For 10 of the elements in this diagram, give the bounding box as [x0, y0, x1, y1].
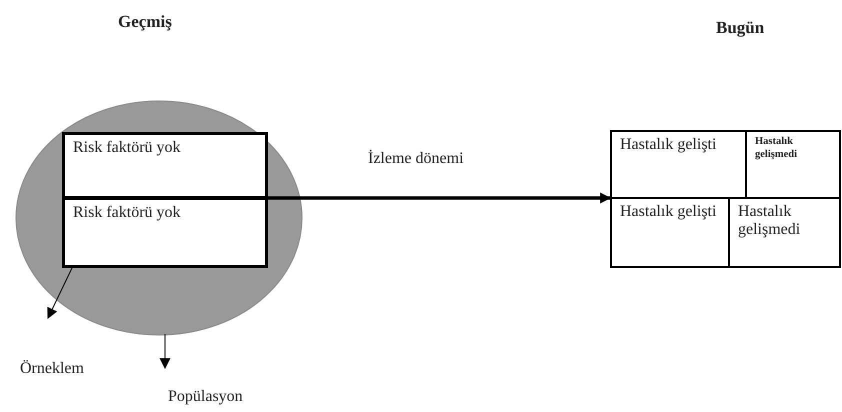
- group-box: Risk faktörü yok: [62, 132, 268, 199]
- table-cell: Hastalık gelişti: [610, 197, 730, 268]
- column-heading: Geçmiş: [118, 12, 172, 32]
- text-label: Popülasyon: [168, 388, 243, 405]
- group-box: Risk faktörü yok: [62, 197, 268, 268]
- table-cell: Hastalık gelişmedi: [745, 130, 841, 199]
- column-heading: Bugün: [716, 18, 764, 38]
- text-label: Örneklem: [20, 360, 84, 377]
- table-cell: Hastalık gelişmedi: [728, 197, 841, 268]
- table-cell: Hastalık gelişti: [610, 130, 747, 199]
